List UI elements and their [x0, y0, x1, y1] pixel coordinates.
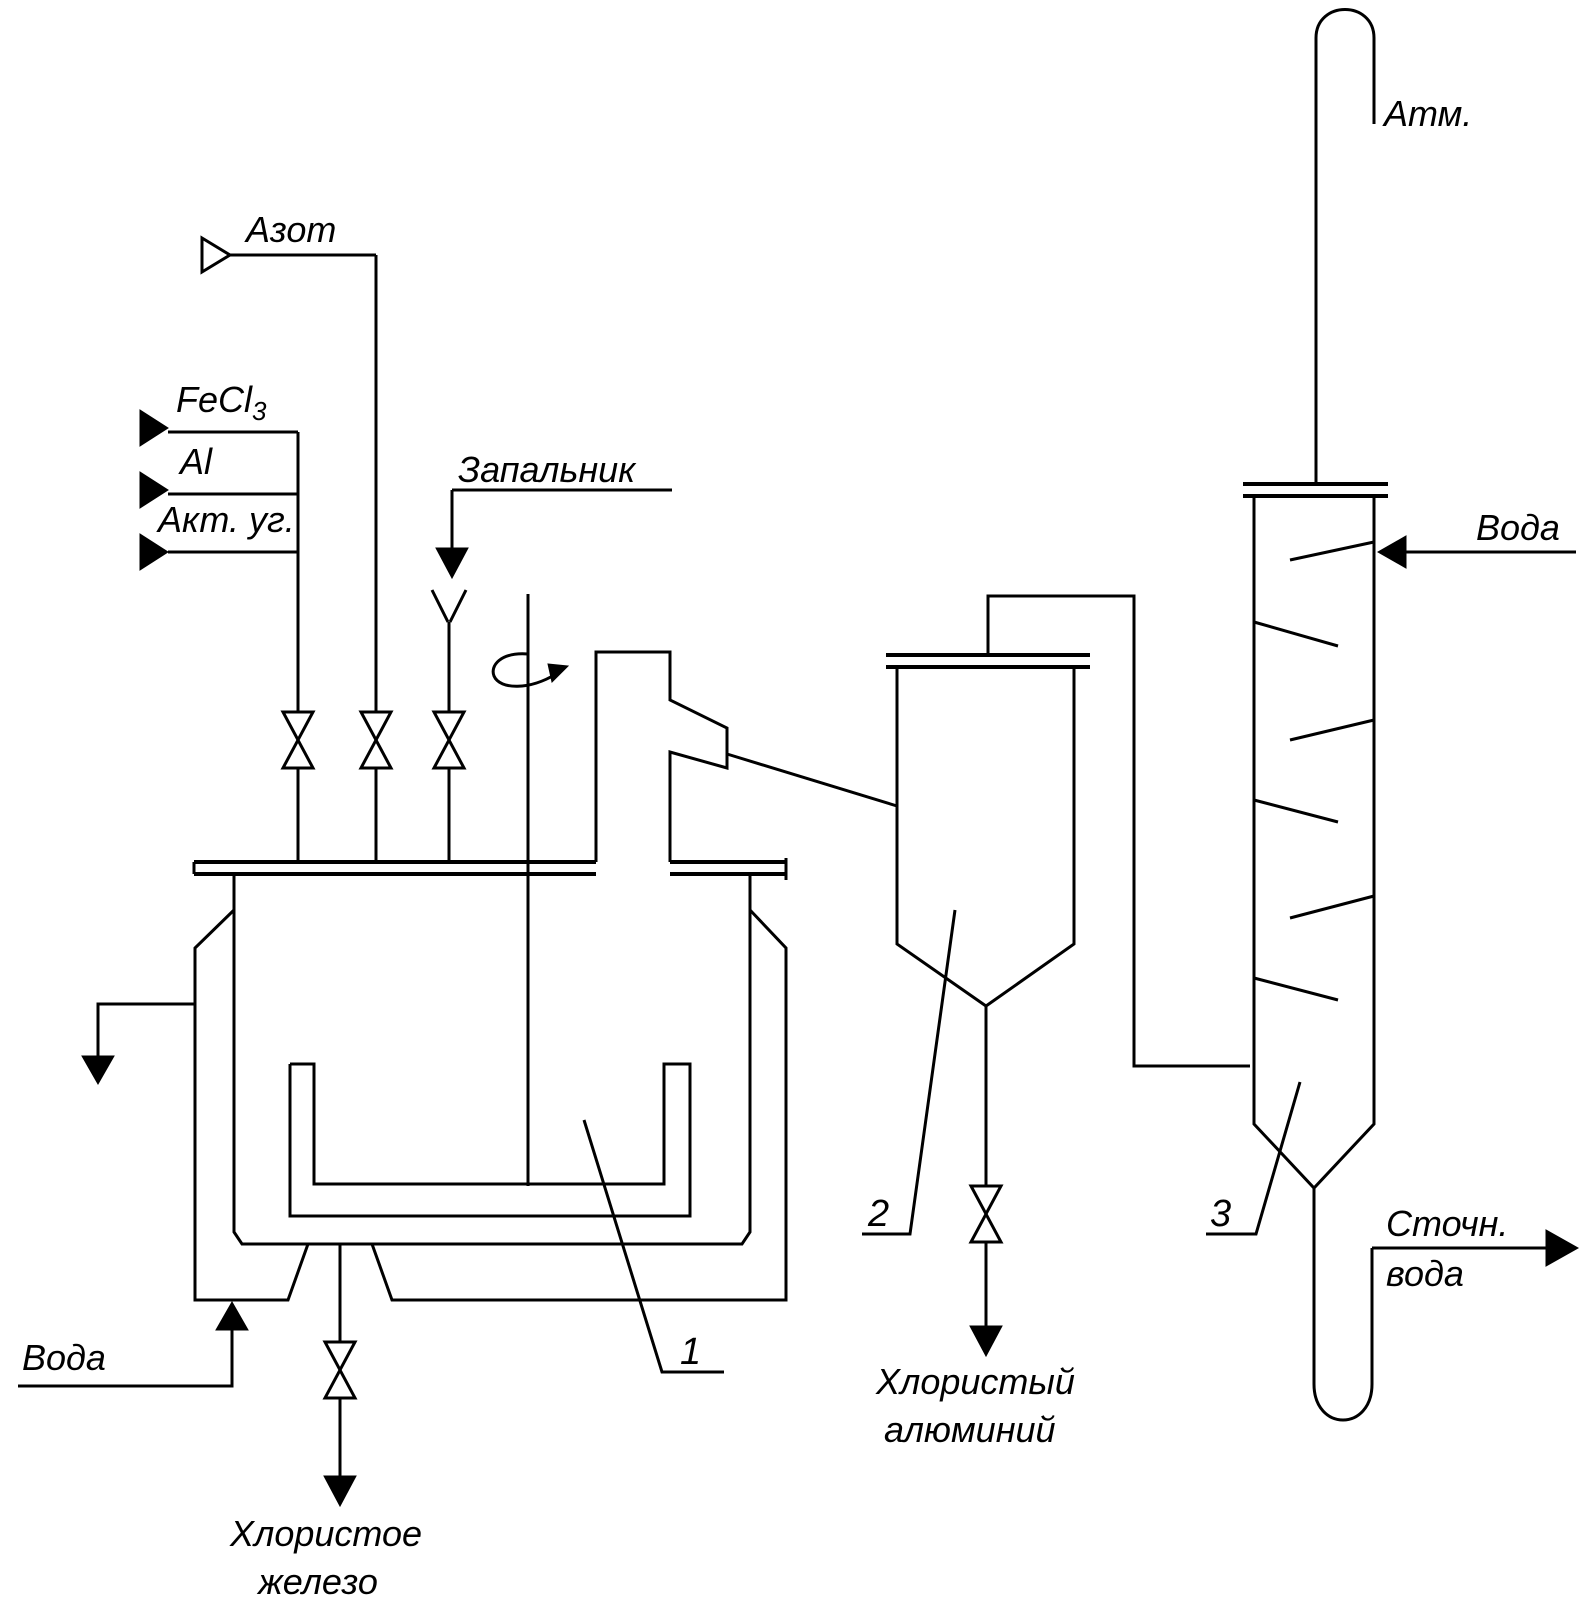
atm-label: Атм.: [1382, 93, 1472, 134]
waste-water-arrow: [1546, 1230, 1578, 1266]
reactor-1: [18, 594, 786, 1506]
gas-line-reactor-separator: [727, 754, 897, 806]
act-coal-label: Акт. уг.: [156, 499, 295, 540]
ferrous-chloride-arrow: [324, 1476, 356, 1506]
aluminium-chloride-label-2: алюминий: [884, 1409, 1056, 1450]
separator-number: 2: [867, 1193, 889, 1235]
igniter-arrow: [436, 548, 468, 578]
labels: Азот FeCl3 Al Акт. уг. Запальник Вода Во…: [22, 93, 1560, 1602]
aluminium-chloride-label-1: Хлористый: [875, 1361, 1075, 1402]
bottom-valve[interactable]: [325, 1342, 355, 1370]
igniter-valve[interactable]: [434, 712, 464, 740]
ferrous-chloride-label-1: Хлористое: [229, 1513, 422, 1554]
scrubber-water-arrow: [1378, 536, 1406, 568]
igniter-label: Запальник: [458, 449, 637, 490]
fecl3-feed-arrow: [140, 410, 168, 446]
jacket-outlet-arrow: [82, 1056, 114, 1084]
waste-water-label-2: вода: [1386, 1253, 1464, 1294]
al-label: Al: [178, 441, 213, 482]
top-valves: [283, 712, 464, 768]
feed-valve[interactable]: [283, 712, 313, 740]
scrubber-number: 3: [1210, 1193, 1231, 1235]
nitrogen-label: Азот: [244, 209, 336, 250]
waste-water-label-1: Сточн.: [1386, 1203, 1508, 1244]
aluminium-chloride-arrow: [970, 1326, 1002, 1356]
fecl3-label: FeCl3: [176, 379, 267, 426]
fecl3-subscript: 3: [252, 396, 267, 426]
ferrous-chloride-label-2: железо: [256, 1561, 378, 1602]
water-left-label: Вода: [22, 1337, 106, 1378]
feed-lines: [140, 238, 672, 860]
water-right-label: Вода: [1476, 507, 1560, 548]
reactor-number: 1: [680, 1331, 701, 1373]
separator-valve[interactable]: [971, 1186, 1001, 1214]
jacket-inlet-arrow: [216, 1302, 248, 1330]
nitrogen-inlet-arrow: [202, 238, 230, 272]
separator-2: [862, 596, 1250, 1356]
nitrogen-valve[interactable]: [361, 712, 391, 740]
